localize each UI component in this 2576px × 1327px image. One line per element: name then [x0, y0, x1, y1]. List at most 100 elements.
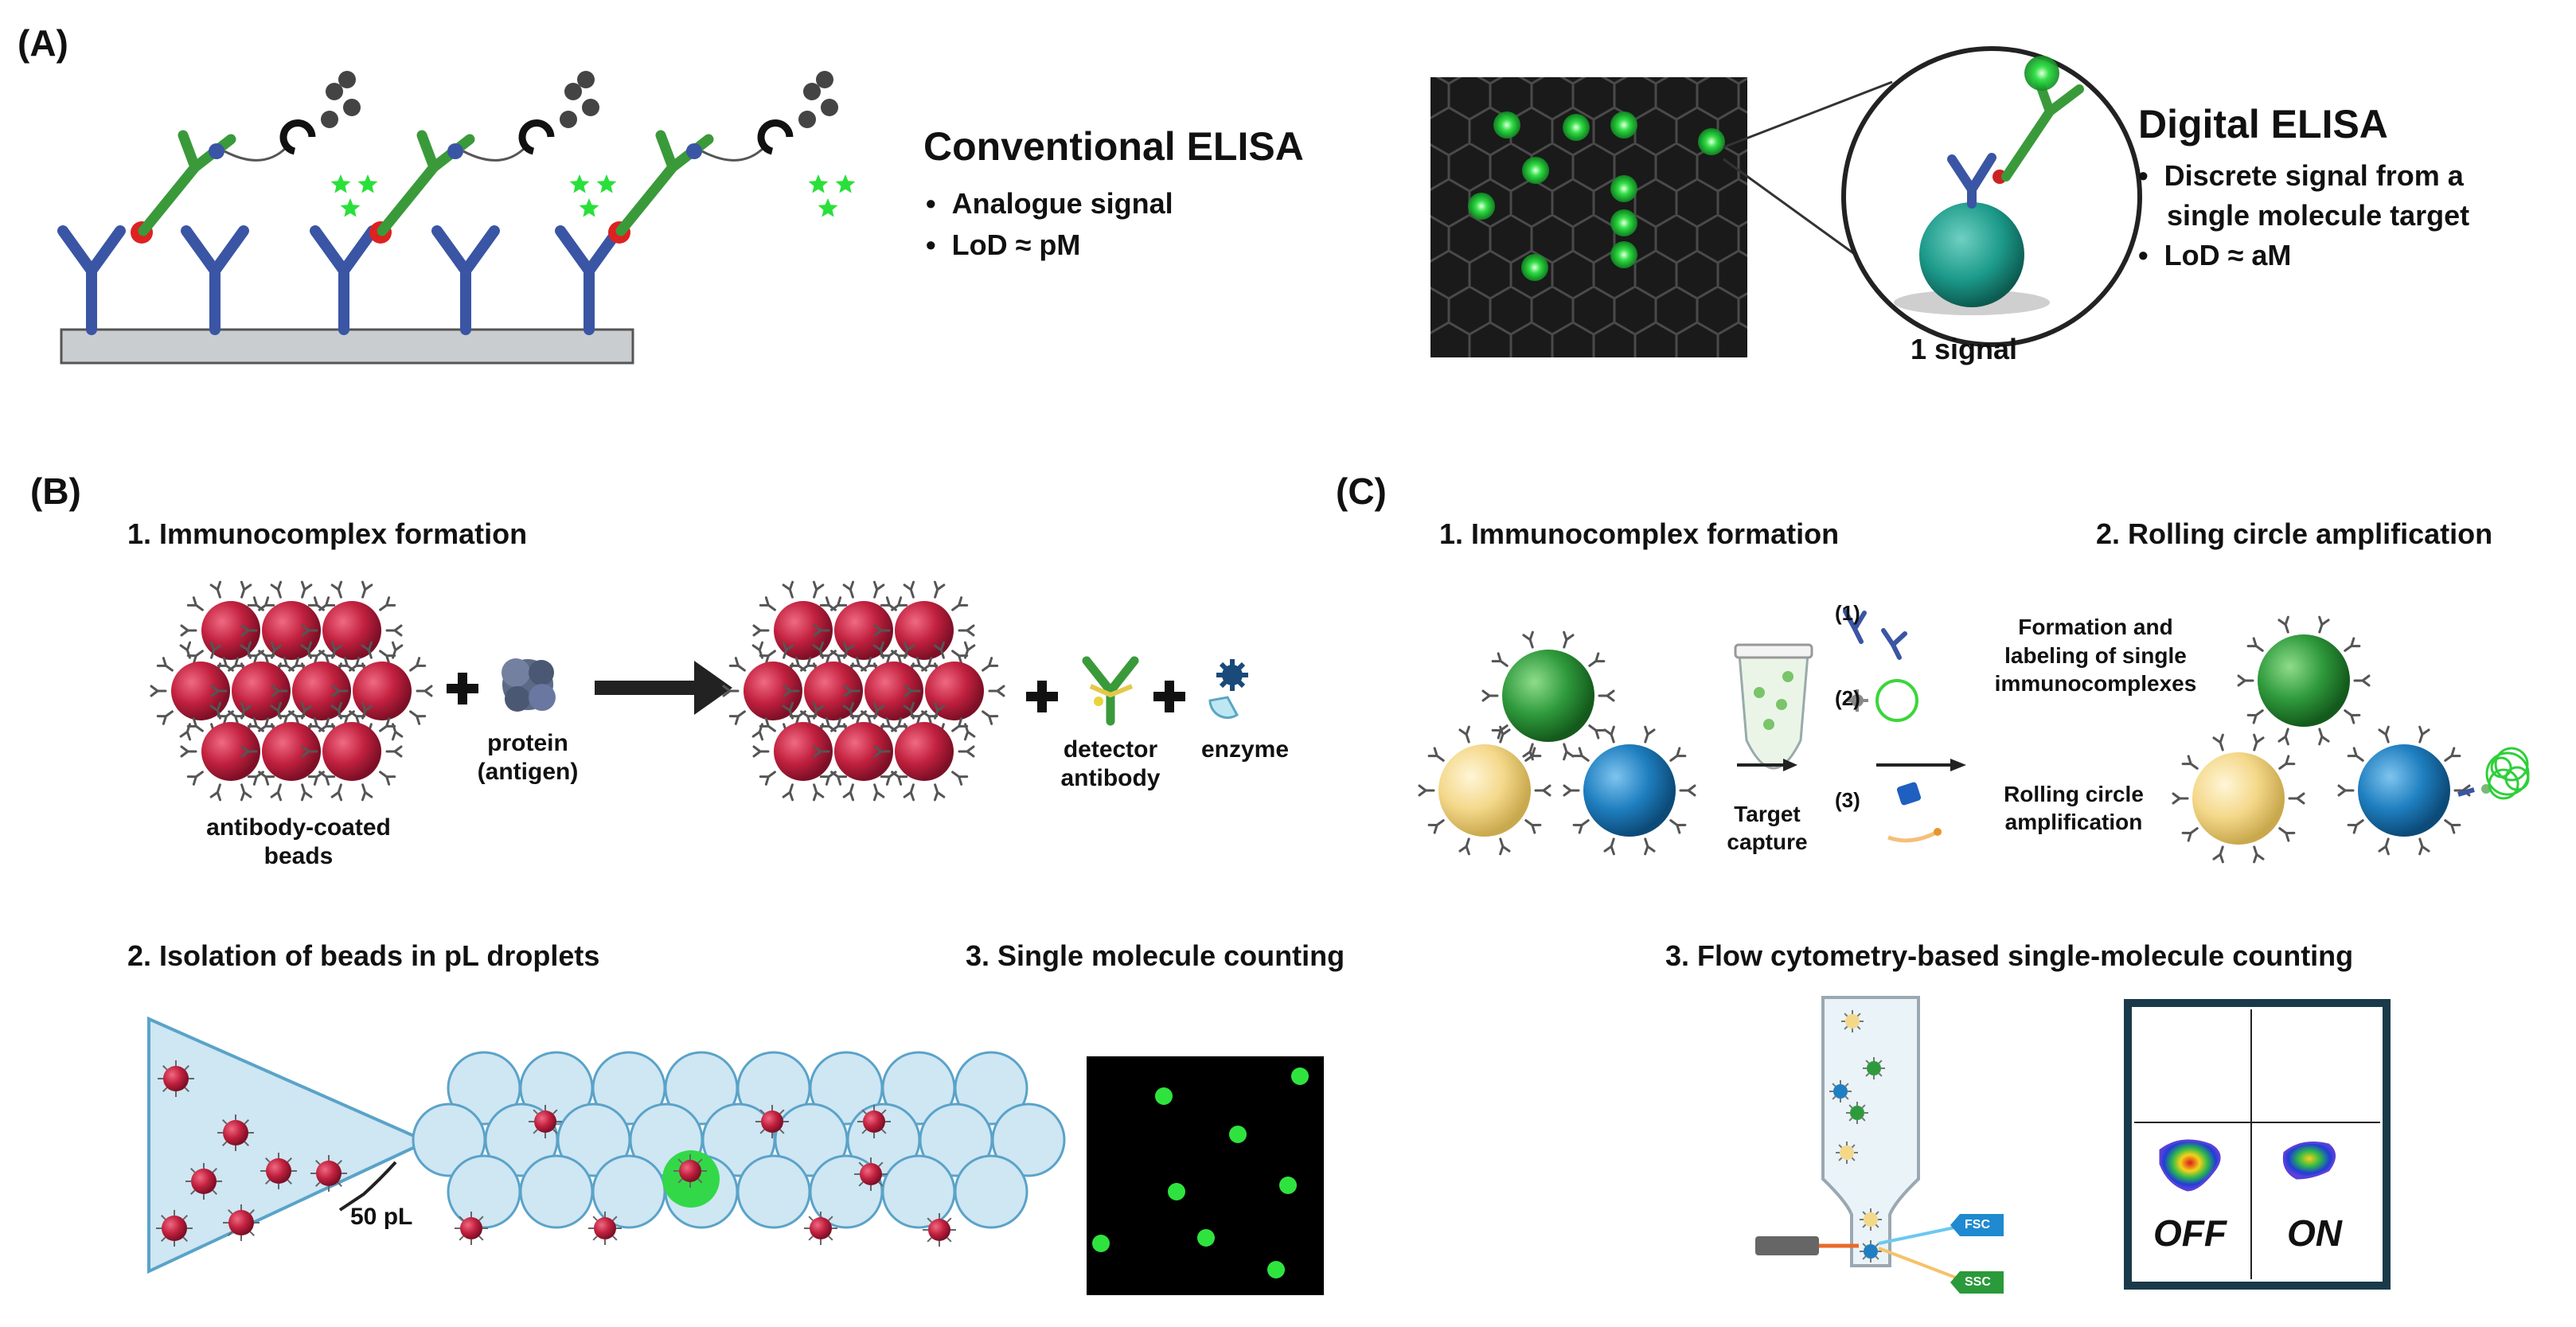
microwell-signals: [1468, 111, 1725, 281]
target-capture-arrow: [1737, 759, 1797, 771]
substrate-molecule: [343, 99, 361, 116]
conventional-bullet-2: • LoD ≈ pM: [926, 228, 1081, 261]
antibody-coated-bead: [865, 662, 923, 720]
flowing-bead: [1833, 1084, 1848, 1099]
droplet: [447, 1154, 521, 1229]
panel-b-step2-title: 2. Isolation of beads in pL droplets: [127, 939, 600, 972]
droplet-bead: [860, 1163, 882, 1185]
droplet: [591, 1154, 666, 1229]
capture-antibody: [310, 225, 378, 335]
enzyme-label: enzyme: [1200, 736, 1290, 763]
flowing-bead: [1864, 1244, 1878, 1259]
funnel-bead: [316, 1161, 342, 1186]
off-population: [2159, 1139, 2221, 1192]
reagent-2-label: (2): [1835, 686, 1860, 710]
fluorescent-product-star: [330, 174, 351, 193]
substrate-icon: [279, 119, 316, 155]
count-spot: [1197, 1229, 1215, 1247]
droplet-generator: [147, 1016, 431, 1274]
substrate-icon: [757, 119, 794, 155]
droplet: [736, 1154, 811, 1229]
digital-elisa-diagram: [1430, 46, 2142, 357]
fluorescent-product-star: [596, 174, 617, 193]
fluorescent-product-star: [340, 198, 361, 217]
enzyme-label-icon: [209, 143, 224, 159]
funnel-bead: [223, 1120, 248, 1146]
substrate-icon: [518, 119, 555, 155]
well-signal: [1610, 175, 1637, 202]
antibody-coated-bead: [804, 662, 863, 720]
funnel-bead: [191, 1169, 217, 1194]
droplet-bead: [460, 1217, 482, 1239]
antibody-coated-bead: [774, 722, 833, 781]
substrate-molecule: [803, 83, 821, 100]
yellow-bead: [1438, 744, 1531, 837]
capture-antibody: [555, 225, 623, 335]
well-signal: [1610, 209, 1637, 236]
well-signal: [1521, 254, 1548, 281]
count-spot: [1279, 1177, 1297, 1194]
funnel-bead: [228, 1210, 254, 1235]
enzyme-label-icon: [447, 143, 463, 159]
fsc-detector-icon: [1950, 1214, 2004, 1236]
panel-c-step2-title: 2. Rolling circle amplification: [2096, 517, 2493, 550]
zoom-inset-circle: [1841, 46, 2142, 347]
well-signal: [1698, 128, 1725, 155]
digital-bullet-1-text: Discrete signal from a: [2164, 159, 2464, 192]
substrate-molecule: [798, 111, 816, 128]
off-gate-label: OFF: [2153, 1212, 2227, 1254]
substrate-molecule: [564, 83, 582, 100]
panel-b-step1-title: 1. Immunocomplex formation: [127, 517, 528, 550]
conventional-bullet-1-text: Analogue signal: [951, 187, 1173, 220]
well-signal: [1468, 193, 1495, 220]
rolling-circle-amplification-label: Rolling circle amplification: [2004, 782, 2144, 834]
well-signal: [1610, 111, 1637, 139]
droplet: [881, 1154, 956, 1229]
substrate-molecule: [821, 99, 838, 116]
green-bead: [2258, 634, 2350, 727]
fluorescent-spots: [1092, 1067, 1309, 1278]
antibody-coated-bead: [322, 722, 381, 781]
panel-a-label: (A): [18, 22, 68, 64]
rca-bead-set: [2172, 615, 2471, 864]
on-population: [2282, 1142, 2336, 1180]
panel-c-step1-title: 1. Immunocomplex formation: [1439, 517, 1840, 550]
reagent-antibodies-icon: [1843, 609, 1907, 660]
droplet-volume-label: 50 pL: [350, 1204, 413, 1230]
counting-image: [1087, 1056, 1324, 1295]
linker: [463, 146, 527, 162]
droplet-bead: [679, 1160, 701, 1182]
antibody-coated-bead: [925, 662, 984, 720]
detection-antibodies: [131, 71, 856, 244]
fsc-label: FSC: [1965, 1218, 1990, 1231]
immunocomplex-bead-cluster: [722, 580, 1005, 802]
conventional-bullet-2-text: LoD ≈ pM: [951, 228, 1081, 261]
substrate-molecule: [816, 71, 833, 88]
droplet: [954, 1051, 1028, 1126]
count-spot: [1092, 1235, 1110, 1252]
rca-reagent-icon: [1887, 782, 1942, 843]
panel-b-step3-title: 3. Single molecule counting: [966, 939, 1345, 972]
protein-antigen-icon: [502, 658, 556, 712]
target-capture-label: Target capture: [1727, 802, 1808, 854]
enzyme-icon: [1208, 659, 1248, 720]
antibody-coated-bead: [292, 662, 351, 720]
substrate-molecule: [577, 71, 595, 88]
droplet-bead: [534, 1110, 556, 1133]
conventional-elisa-title: Conventional ELISA: [923, 124, 1304, 169]
on-gate-label: ON: [2287, 1212, 2342, 1254]
substrate-molecule: [338, 71, 356, 88]
formation-labeling-label: Formation and labeling of single immunoc…: [1994, 615, 2197, 697]
fluorescent-product-star: [569, 174, 590, 193]
flowing-bead: [1850, 1106, 1864, 1120]
flowing-bead: [1867, 1061, 1881, 1075]
antibody-coated-bead: [171, 662, 230, 720]
substrate-molecule: [326, 83, 343, 100]
rca-product-icon: [2457, 747, 2530, 800]
antibody-coated-bead: [353, 662, 412, 720]
conventional-elisa-diagram: [57, 71, 856, 365]
count-spot: [1168, 1183, 1185, 1200]
protein-antigen-label: protein (antigen): [477, 730, 579, 785]
